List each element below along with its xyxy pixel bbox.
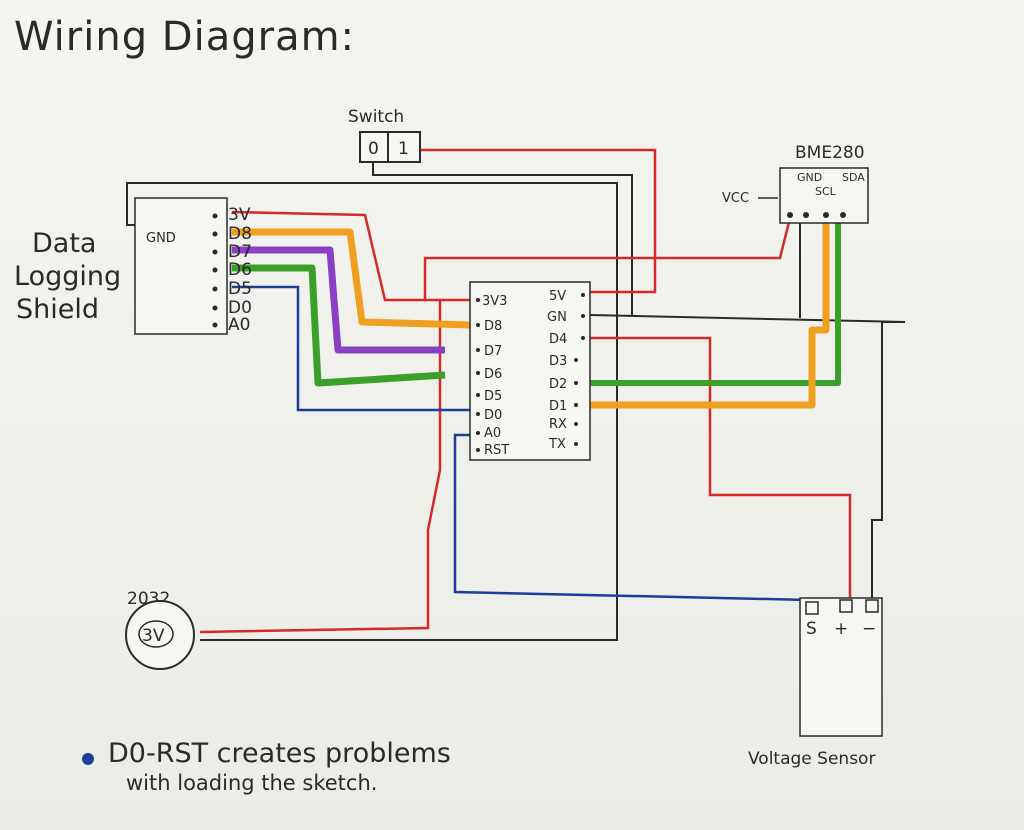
bme-scl-pin — [823, 212, 829, 218]
switch-label: Switch — [348, 107, 404, 127]
battery-voltage: 3V — [142, 626, 165, 646]
mcu-pin-gn: GN — [547, 310, 567, 325]
mcu-pin-a0: A0 — [484, 426, 501, 441]
voltage-sensor-body — [799, 597, 883, 737]
bme-scl-label: SCL — [815, 185, 837, 198]
sensor-s-label: S — [806, 619, 817, 639]
bme-vcc-label: VCC — [722, 191, 749, 206]
mcu-pin-rx: RX — [549, 417, 567, 432]
note-line1: D0-RST creates problems — [108, 738, 451, 769]
wire-green-d2-sda — [578, 218, 841, 386]
wire-purple-d7 — [232, 246, 445, 354]
wire-blue-rst-sensor — [453, 433, 811, 602]
mcu-pin-d3: D3 — [549, 354, 567, 369]
bme-gnd-pin — [803, 212, 809, 218]
bme-vcc-pin — [787, 212, 793, 218]
wire-black-gnd-loop — [126, 182, 618, 641]
mcu-pin-d6: D6 — [484, 367, 502, 382]
shield-pins — [212, 213, 218, 328]
wire-red-battery — [199, 300, 442, 634]
wire-black-gn — [589, 314, 906, 323]
mcu-pin-d4: D4 — [549, 332, 567, 347]
mcu-pin-3v3: 3V3 — [482, 294, 507, 309]
sensor-plus-pin — [839, 599, 853, 613]
shield-gnd-label: GND — [146, 231, 176, 246]
bme-gnd-label: GND — [797, 171, 822, 184]
wire-black-switch — [372, 162, 633, 315]
mcu-pin-d8: D8 — [484, 319, 502, 334]
mcu-pin-d1: D1 — [549, 399, 567, 414]
shield-pin-d5: D5 — [228, 279, 252, 299]
sensor-s-pin — [805, 601, 819, 615]
mcu-pin-d7: D7 — [484, 344, 502, 359]
note-line2: with loading the sketch. — [126, 771, 377, 795]
shield-label-line3: Shield — [16, 294, 99, 325]
mcu-pin-d0: D0 — [484, 408, 502, 423]
shield-pin-d8: D8 — [228, 224, 252, 244]
sensor-minus-label: − — [862, 619, 876, 639]
switch-body — [359, 131, 421, 163]
mcu-pin-d2: D2 — [549, 377, 567, 392]
shield-label-line1: Data — [32, 228, 96, 259]
shield-pin-3v: 3V — [228, 205, 251, 225]
note-bullet-icon — [82, 753, 94, 765]
shield-label-line2: Logging — [14, 261, 121, 292]
switch-off-label: 0 — [368, 139, 379, 159]
wire-red-3v — [231, 210, 470, 302]
mcu-pin-5v: 5V — [549, 289, 566, 304]
mcu-left-pin-dots — [476, 298, 480, 452]
wire-green-d6 — [232, 264, 446, 387]
switch-on-label: 1 — [398, 139, 409, 159]
mcu-right-pin-dots — [574, 293, 585, 446]
mcu-pin-rst: RST — [484, 443, 509, 458]
wire-orange-d1-scl — [578, 218, 830, 409]
shield-pin-d6: D6 — [228, 260, 252, 280]
shield-pin-a0: A0 — [228, 315, 250, 335]
wire-blue-d5 — [232, 285, 470, 412]
wire-orange-d8 — [232, 228, 471, 329]
mcu-pin-d5: D5 — [484, 389, 502, 404]
bme280-label: BME280 — [795, 143, 865, 163]
bme-sda-label: SDA — [842, 171, 865, 184]
voltage-sensor-label: Voltage Sensor — [748, 749, 875, 769]
wire-red-d4-sensor — [590, 336, 852, 600]
bme-sda-pin — [840, 212, 846, 218]
diagram-title: Wiring Diagram: — [14, 14, 355, 60]
sensor-minus-pin — [865, 599, 879, 613]
mcu-pin-tx: TX — [548, 437, 566, 452]
wire-red-bme-vcc — [423, 217, 792, 300]
mcu-body — [469, 281, 591, 461]
sensor-plus-label: + — [834, 619, 848, 639]
shield-pin-d7: D7 — [228, 242, 252, 262]
shield-pin-d0: D0 — [228, 298, 252, 318]
wire-red-switch — [420, 148, 657, 294]
wire-black-sensor-minus — [871, 321, 905, 600]
shield-body — [134, 197, 228, 335]
battery-body — [125, 600, 195, 670]
